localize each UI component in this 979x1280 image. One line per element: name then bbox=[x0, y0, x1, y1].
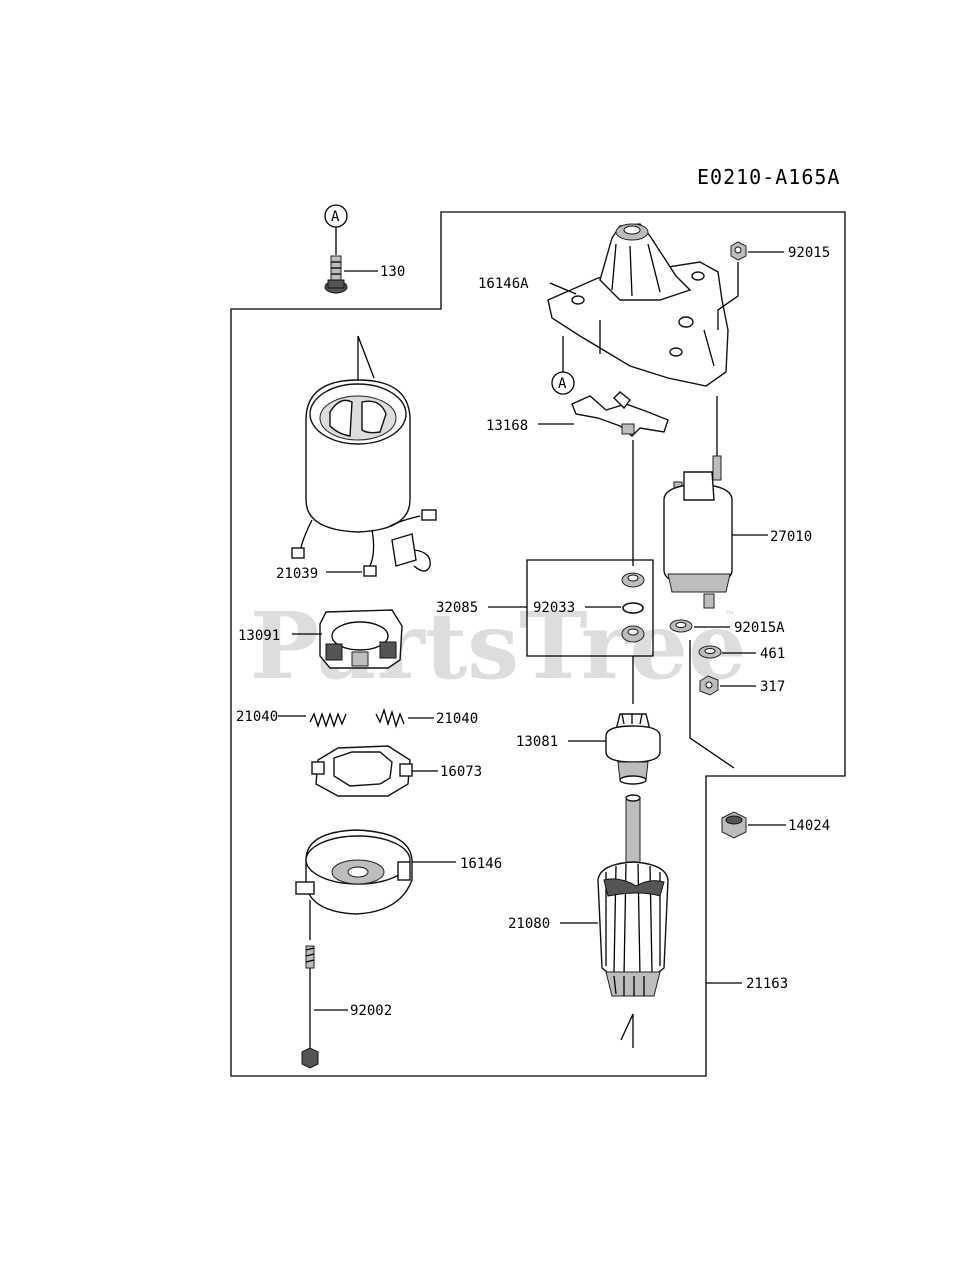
guide-line bbox=[689, 640, 735, 769]
washer-92015a-icon bbox=[669, 619, 730, 633]
part-label[interactable]: 13091 bbox=[238, 628, 280, 644]
brush-holder-plate-icon bbox=[538, 391, 669, 437]
part-label[interactable]: 21040 bbox=[436, 711, 478, 727]
part-label[interactable]: 13081 bbox=[516, 734, 558, 750]
part-label[interactable]: 21163 bbox=[746, 976, 788, 992]
part-label[interactable]: 130 bbox=[380, 264, 405, 280]
stop-collar-icon bbox=[621, 572, 645, 588]
stop-ring-icon bbox=[621, 625, 645, 704]
part-label[interactable]: 32085 bbox=[436, 600, 478, 616]
kit-bracket bbox=[488, 559, 654, 657]
spring-right-icon bbox=[375, 707, 434, 729]
brush-holder-icon bbox=[292, 609, 403, 669]
spring-left-icon bbox=[278, 711, 347, 729]
part-label[interactable]: 13168 bbox=[486, 418, 528, 434]
nut-92015-icon bbox=[717, 241, 784, 330]
part-label[interactable]: 92015 bbox=[788, 245, 830, 261]
part-label[interactable]: 14024 bbox=[788, 818, 830, 834]
part-label[interactable]: 21040 bbox=[236, 709, 278, 725]
washer-461-icon bbox=[698, 645, 756, 659]
part-label[interactable]: 16146A bbox=[478, 276, 529, 292]
watermark-tm: ™ bbox=[724, 609, 736, 623]
part-label[interactable]: 21080 bbox=[508, 916, 550, 932]
reference-marker-a-housing: A bbox=[551, 336, 575, 395]
assembly-boundary bbox=[230, 211, 846, 1077]
rear-cover-icon bbox=[295, 829, 456, 915]
diagram-code: E0210-A165A bbox=[697, 165, 840, 189]
part-label[interactable]: 16146 bbox=[460, 856, 502, 872]
part-label[interactable]: 16073 bbox=[440, 764, 482, 780]
through-bolt-icon bbox=[301, 900, 348, 1069]
part-label[interactable]: 92015A bbox=[734, 620, 785, 636]
brush-plate-icon bbox=[311, 745, 438, 797]
part-label[interactable]: 92002 bbox=[350, 1003, 392, 1019]
reference-marker-a-top: A bbox=[324, 204, 348, 255]
solenoid-icon bbox=[663, 455, 768, 609]
nut-14024-icon bbox=[721, 811, 786, 839]
yoke-field-coil-icon bbox=[291, 335, 437, 577]
snap-ring-92033-icon bbox=[585, 602, 644, 614]
part-label[interactable]: 27010 bbox=[770, 529, 812, 545]
part-label[interactable]: 21039 bbox=[276, 566, 318, 582]
svg-text:A: A bbox=[331, 209, 340, 225]
part-label[interactable]: 92033 bbox=[533, 600, 575, 616]
svg-text:A: A bbox=[558, 376, 567, 392]
front-housing-icon bbox=[547, 223, 729, 387]
nut-317-icon bbox=[699, 675, 756, 696]
part-label[interactable]: 317 bbox=[760, 679, 785, 695]
armature-icon bbox=[560, 794, 669, 1048]
overrunning-clutch-icon bbox=[568, 713, 661, 785]
bolt-130-icon bbox=[324, 255, 378, 294]
part-label[interactable]: 461 bbox=[760, 646, 785, 662]
